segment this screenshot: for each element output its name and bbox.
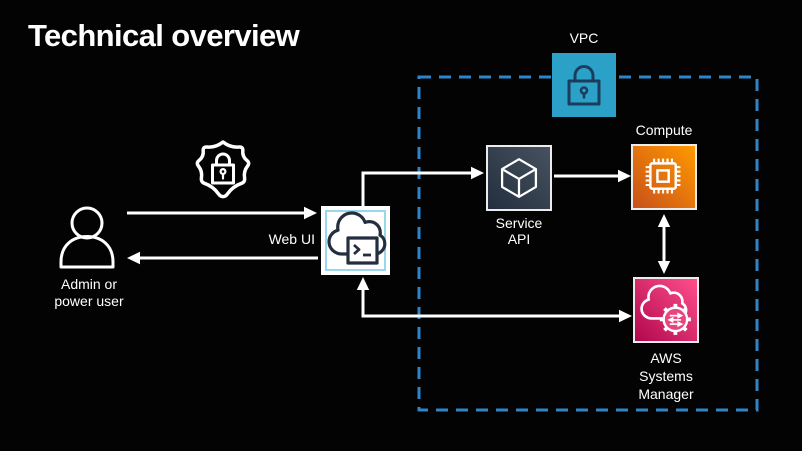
systems-manager-label: AWS Systems Manager bbox=[638, 350, 694, 402]
shield-lock-icon bbox=[195, 140, 251, 199]
compute-node bbox=[631, 144, 697, 210]
web-ui-label: Web UI bbox=[268, 231, 315, 247]
page-title: Technical overview bbox=[28, 18, 300, 53]
arrow-webui-ssm bbox=[361, 289, 620, 318]
person-icon bbox=[59, 206, 115, 269]
arrow-webui-to-serviceapi bbox=[361, 171, 471, 206]
vpc-label: VPC bbox=[569, 30, 599, 46]
vpc-node bbox=[552, 53, 616, 117]
service-api-label: Service API bbox=[495, 215, 543, 247]
chip-icon bbox=[645, 158, 681, 194]
cloud-gear-icon bbox=[640, 284, 691, 335]
compute-label: Compute bbox=[635, 122, 693, 138]
cloud-terminal-icon bbox=[327, 211, 387, 265]
arrowheads bbox=[127, 166, 671, 323]
systems-manager-node bbox=[633, 277, 699, 343]
web-ui-node bbox=[321, 206, 390, 275]
lock-icon bbox=[567, 65, 601, 106]
admin-label: Admin or power user bbox=[54, 276, 124, 309]
service-api-node bbox=[486, 145, 552, 211]
cube-icon bbox=[500, 158, 538, 198]
